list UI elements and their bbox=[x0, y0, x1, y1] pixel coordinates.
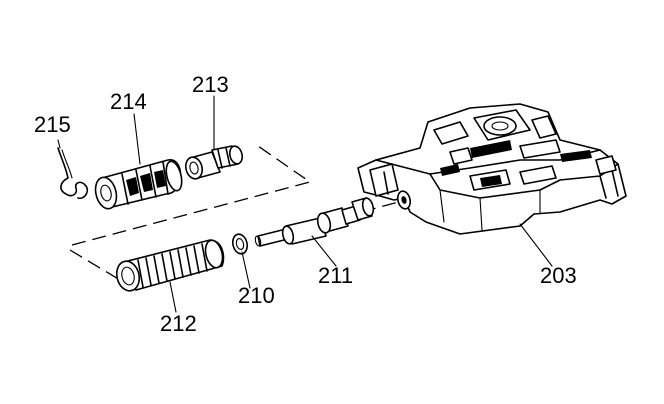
part-215-clip bbox=[57, 147, 89, 200]
leader-214 bbox=[133, 113, 141, 165]
callout-labels: 215 214 213 212 210 211 203 bbox=[34, 72, 577, 336]
part-213-plug bbox=[184, 145, 244, 180]
leader-212 bbox=[169, 281, 177, 313]
callout-211: 211 bbox=[318, 263, 353, 288]
part-203-valve-body bbox=[357, 103, 627, 235]
callout-210: 210 bbox=[238, 283, 275, 308]
callout-213: 213 bbox=[192, 72, 229, 97]
leader-211 bbox=[311, 235, 337, 267]
leader-210 bbox=[241, 251, 251, 289]
callout-214: 214 bbox=[110, 89, 147, 114]
part-214-spool-valve bbox=[94, 159, 183, 210]
callout-212: 212 bbox=[160, 311, 197, 336]
part-210-washer bbox=[231, 233, 249, 255]
leader-lines bbox=[57, 95, 553, 313]
part-211-valve-stem bbox=[254, 197, 375, 247]
leader-215 bbox=[57, 139, 61, 149]
callout-203: 203 bbox=[540, 263, 577, 288]
callout-215: 215 bbox=[34, 112, 71, 137]
part-212-spring bbox=[115, 239, 225, 292]
leader-203 bbox=[519, 223, 553, 267]
guide-line-left bbox=[69, 249, 121, 281]
